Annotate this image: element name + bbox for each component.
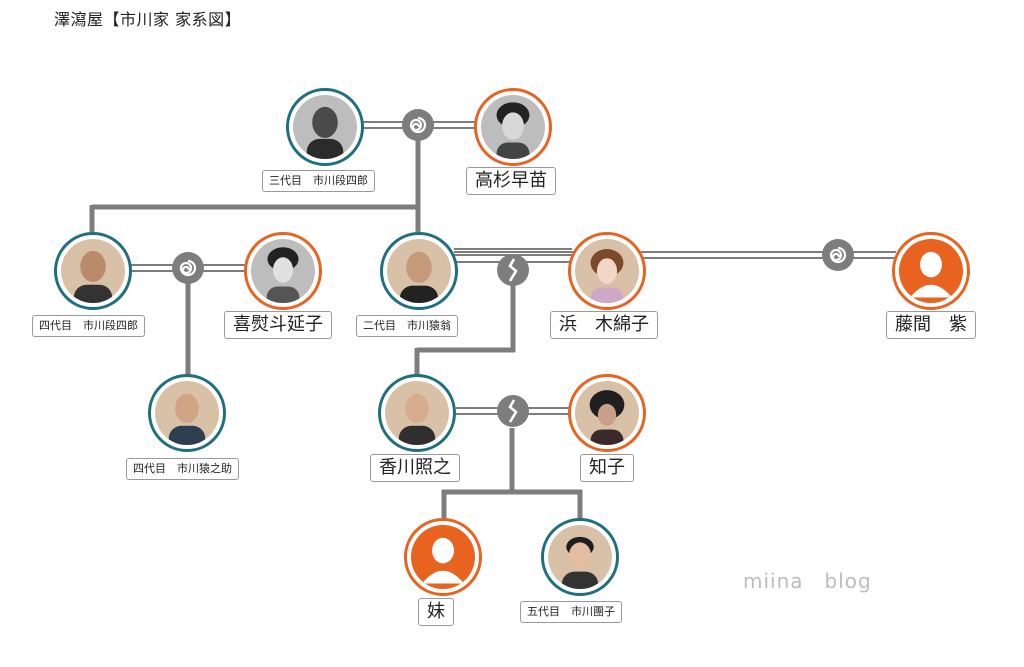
- label-fujima: 藤間 紫: [886, 311, 976, 339]
- portrait-danshiro3: [286, 88, 364, 166]
- portrait-ennosuke4: [148, 374, 226, 452]
- married-spiral-icon: [172, 252, 204, 284]
- label-danshiro3: 三代目 市川段四郎: [262, 170, 375, 192]
- label-takasugi: 高杉早苗: [466, 167, 556, 195]
- label-tomoko: 知子: [580, 454, 634, 482]
- portrait-danshiro4: [54, 232, 132, 310]
- married-spiral-icon: [402, 109, 434, 141]
- portrait-tomoko: [568, 374, 646, 452]
- page-title: 澤瀉屋【市川家 家系図】: [54, 10, 242, 29]
- label-danshiro4: 四代目 市川段四郎: [32, 315, 145, 337]
- label-danko5: 五代目 市川團子: [520, 601, 622, 623]
- portrait-kinoshi: [244, 232, 322, 310]
- portrait-kagawa: [378, 374, 456, 452]
- label-imouto: 妹: [418, 598, 454, 626]
- portrait-ennoo2: [380, 232, 458, 310]
- watermark: miina blog: [743, 569, 872, 593]
- divorced-broken-line-icon: [497, 395, 529, 427]
- label-ennosuke4: 四代目 市川猿之助: [126, 458, 239, 480]
- label-ennoo2: 二代目 市川猿翁: [356, 315, 458, 337]
- married-spiral-icon: [822, 239, 854, 271]
- label-kagawa: 香川照之: [370, 454, 460, 482]
- label-hama: 浜 木綿子: [550, 311, 658, 339]
- person-silhouette-icon: [404, 518, 482, 596]
- divorced-broken-line-icon: [497, 254, 529, 286]
- portrait-danko5: [541, 518, 619, 596]
- portrait-takasugi: [474, 88, 552, 166]
- portrait-hama: [568, 232, 646, 310]
- person-silhouette-icon: [892, 232, 970, 310]
- label-kinoshi: 喜熨斗延子: [224, 311, 332, 339]
